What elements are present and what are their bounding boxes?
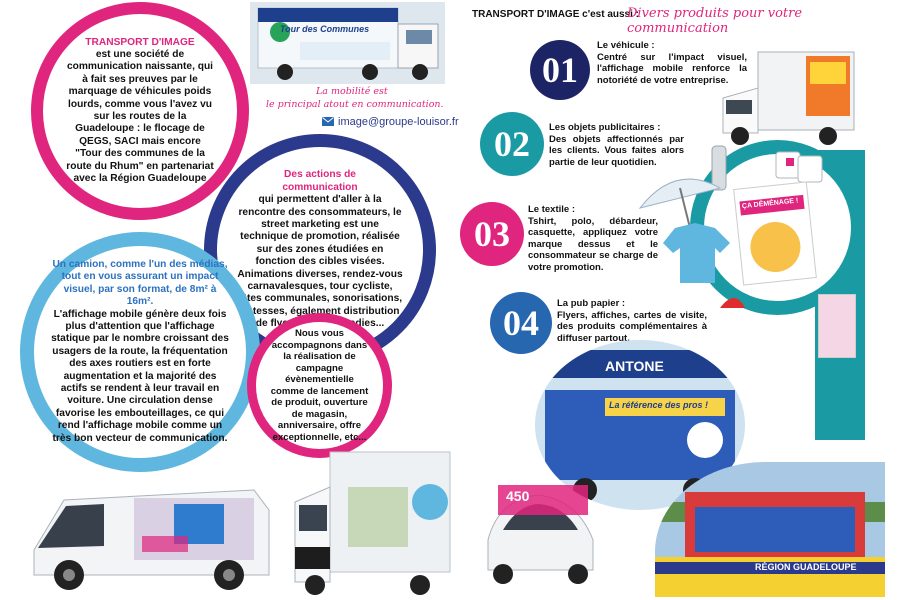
mugs-illustration <box>702 144 837 194</box>
item-textile-text: Tshirt, polo, débardeur, casquette, appl… <box>528 215 658 273</box>
store-truck-photo: ANTONE La référence des pros ! <box>535 340 745 510</box>
camion-circle: Un camion, comme l'un des médias, tout e… <box>20 232 260 472</box>
slogan-line1: La mobilité est <box>316 86 388 97</box>
region-label: RÉGION GUADELOUPE <box>755 562 857 572</box>
item-textile: Le textile : Tshirt, polo, débardeur, ca… <box>528 204 658 273</box>
store-banner: ANTONE <box>605 358 664 374</box>
item-textile-title: Le textile : <box>528 204 575 215</box>
actions-text: qui permettent d'aller à la rencontre de… <box>237 194 403 330</box>
number-04: 04 <box>503 303 539 343</box>
flyers-illustration <box>818 294 856 358</box>
car-number: 450 <box>506 488 530 504</box>
van-photo <box>24 480 274 595</box>
truck-top-photo: Tour des Communes <box>250 2 445 84</box>
number-badge-04: 04 <box>490 292 552 354</box>
actions-title-line2: communication <box>282 181 358 193</box>
slogan-line2: le principal atout en communication. <box>266 99 444 110</box>
number-badge-01: 01 <box>530 40 590 100</box>
contact-email[interactable]: image@groupe-louisor.fr <box>322 113 459 131</box>
intro-title: TRANSPORT D'IMAGE <box>85 36 195 48</box>
camion-title: Un camion, comme l'un des médias, tout e… <box>52 258 228 308</box>
item-vehicule-title: Le véhicule : <box>597 40 655 51</box>
number-badge-02: 02 <box>480 112 544 176</box>
item-pub-papier: La pub papier : Flyers, affiches, cartes… <box>557 298 707 344</box>
envelope-icon <box>322 113 334 131</box>
intro-circle: TRANSPORT D'IMAGE est une société de com… <box>31 2 249 220</box>
store-slogan: La référence des pros ! <box>609 400 709 410</box>
number-badge-03: 03 <box>460 202 524 266</box>
car-photo: 450 <box>478 470 603 590</box>
item-vehicule-text: Centré sur l'impact visuel, l'affichage … <box>597 51 747 86</box>
item-objets: Les objets publicitaires : Des objets af… <box>549 122 684 168</box>
item-pub-papier-title: La pub papier : <box>557 298 626 309</box>
item-pub-papier-text: Flyers, affiches, cartes de visite, des … <box>557 309 707 344</box>
accompagnons-circle: Nous vous accompagnons dans la réalisati… <box>247 313 392 458</box>
number-03: 03 <box>474 214 510 254</box>
intro-text: est une société de communication naissan… <box>66 48 214 185</box>
truck-top-label: Tour des Communes <box>280 24 370 34</box>
item-objets-text: Des objets affectionnés par les clients.… <box>549 133 684 168</box>
header-tagline: Divers produits pour votre communication <box>627 6 803 36</box>
header-lead: TRANSPORT D'IMAGE c'est aussi : <box>472 9 640 20</box>
number-01: 01 <box>542 50 578 90</box>
number-02: 02 <box>494 124 530 164</box>
item-objets-title: Les objets publicitaires : <box>549 122 661 133</box>
refrigerated-truck-photo <box>290 447 452 597</box>
email-text: image@groupe-louisor.fr <box>338 116 459 128</box>
actions-title-line1: Des actions de <box>284 169 356 181</box>
event-stage-photo: RÉGION GUADELOUPE <box>655 462 885 597</box>
poster-flyer: ÇA DÉMÉNAGE ! <box>733 181 817 286</box>
item-vehicule: Le véhicule : Centré sur l'impact visuel… <box>597 40 747 86</box>
camion-text: L'affichage mobile génère deux fois plus… <box>51 308 229 444</box>
white-truck-photo <box>718 48 858 148</box>
accompagnons-text: Nous vous accompagnons dans la réalisati… <box>270 328 369 443</box>
textile-illustration <box>635 168 745 333</box>
